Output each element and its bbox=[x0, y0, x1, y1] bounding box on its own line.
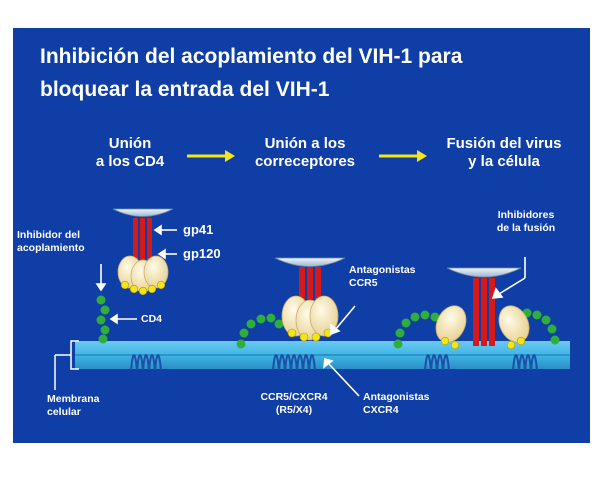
cd4-receptor-right-1 bbox=[393, 310, 440, 349]
inhibidor-line-1: Inhibidor del bbox=[17, 229, 80, 241]
pointer-arrows bbox=[95, 224, 526, 397]
title-line-1: Inhibición del acoplamiento del VIH-1 pa… bbox=[40, 45, 463, 68]
membrana-line-2: celular bbox=[47, 406, 81, 418]
page-title: Inhibición del acoplamiento del VIH-1 pa… bbox=[40, 40, 580, 106]
gp41-label: gp41 bbox=[183, 222, 214, 237]
step-2-line-2: correceptores bbox=[254, 153, 356, 170]
membrana-celular-label: Membrana celular bbox=[47, 393, 127, 419]
inhibidores-fusion-label: Inhibidores de la fusión bbox=[479, 209, 573, 235]
cxcr4-ant-line-2: CXCR4 bbox=[363, 404, 399, 416]
coreceptor-line-2: (R5/X4) bbox=[275, 404, 313, 416]
coreceptor-middle bbox=[272, 354, 316, 371]
coreceptor-right bbox=[424, 354, 538, 371]
diagram-slide: Inhibición del acoplamiento del VIH-1 pa… bbox=[13, 28, 590, 443]
antagonistas-ccr5-label: Antagonistas CCR5 bbox=[349, 264, 439, 290]
coreceptor-label: CCR5/CXCR4 (R5/X4) bbox=[253, 391, 335, 417]
ccr5-ant-line-2: CCR5 bbox=[349, 277, 378, 289]
gp120-label: gp120 bbox=[183, 246, 221, 261]
step-1-label: Unión a los CD4 bbox=[75, 135, 185, 171]
virus-envelope-complex-3 bbox=[435, 267, 530, 350]
title-line-2: bloquear la entrada del VIH-1 bbox=[40, 78, 330, 101]
diagram-graphics bbox=[54, 150, 570, 397]
step-2-label: Unión a los correceptores bbox=[235, 135, 375, 171]
step-1-line-1: Unión bbox=[108, 135, 152, 152]
step-2-line-1: Unión a los bbox=[264, 135, 346, 152]
step-1-line-2: a los CD4 bbox=[95, 153, 165, 170]
cd4-receptor-middle bbox=[236, 313, 284, 349]
coreceptor-line-1: CCR5/CXCR4 bbox=[260, 391, 328, 403]
virus-envelope-complex-1 bbox=[112, 208, 174, 296]
fusion-inh-line-1: Inhibidores bbox=[497, 209, 555, 221]
cd4-receptor-left bbox=[96, 295, 110, 344]
step-3-line-2: y la célula bbox=[468, 153, 540, 170]
antagonistas-cxcr4-label: Antagonistas CXCR4 bbox=[363, 391, 453, 417]
coreceptor-left bbox=[130, 354, 162, 371]
step-arrow-2 bbox=[379, 150, 427, 162]
cxcr4-ant-line-1: Antagonistas bbox=[363, 391, 430, 403]
step-3-label: Fusión del virus y la célula bbox=[429, 135, 579, 171]
step-arrow-1 bbox=[187, 150, 235, 162]
ccr5-ant-line-1: Antagonistas bbox=[349, 264, 416, 276]
inhibidor-line-2: acoplamiento bbox=[17, 242, 85, 254]
membrane-bracket bbox=[54, 340, 79, 390]
fusion-inh-line-2: de la fusión bbox=[496, 222, 556, 234]
membrana-line-1: Membrana bbox=[47, 393, 100, 405]
step-3-line-1: Fusión del virus bbox=[446, 135, 562, 152]
cd4-label: CD4 bbox=[141, 313, 163, 325]
inhibidor-acoplamiento-label: Inhibidor del acoplamiento bbox=[17, 229, 103, 255]
